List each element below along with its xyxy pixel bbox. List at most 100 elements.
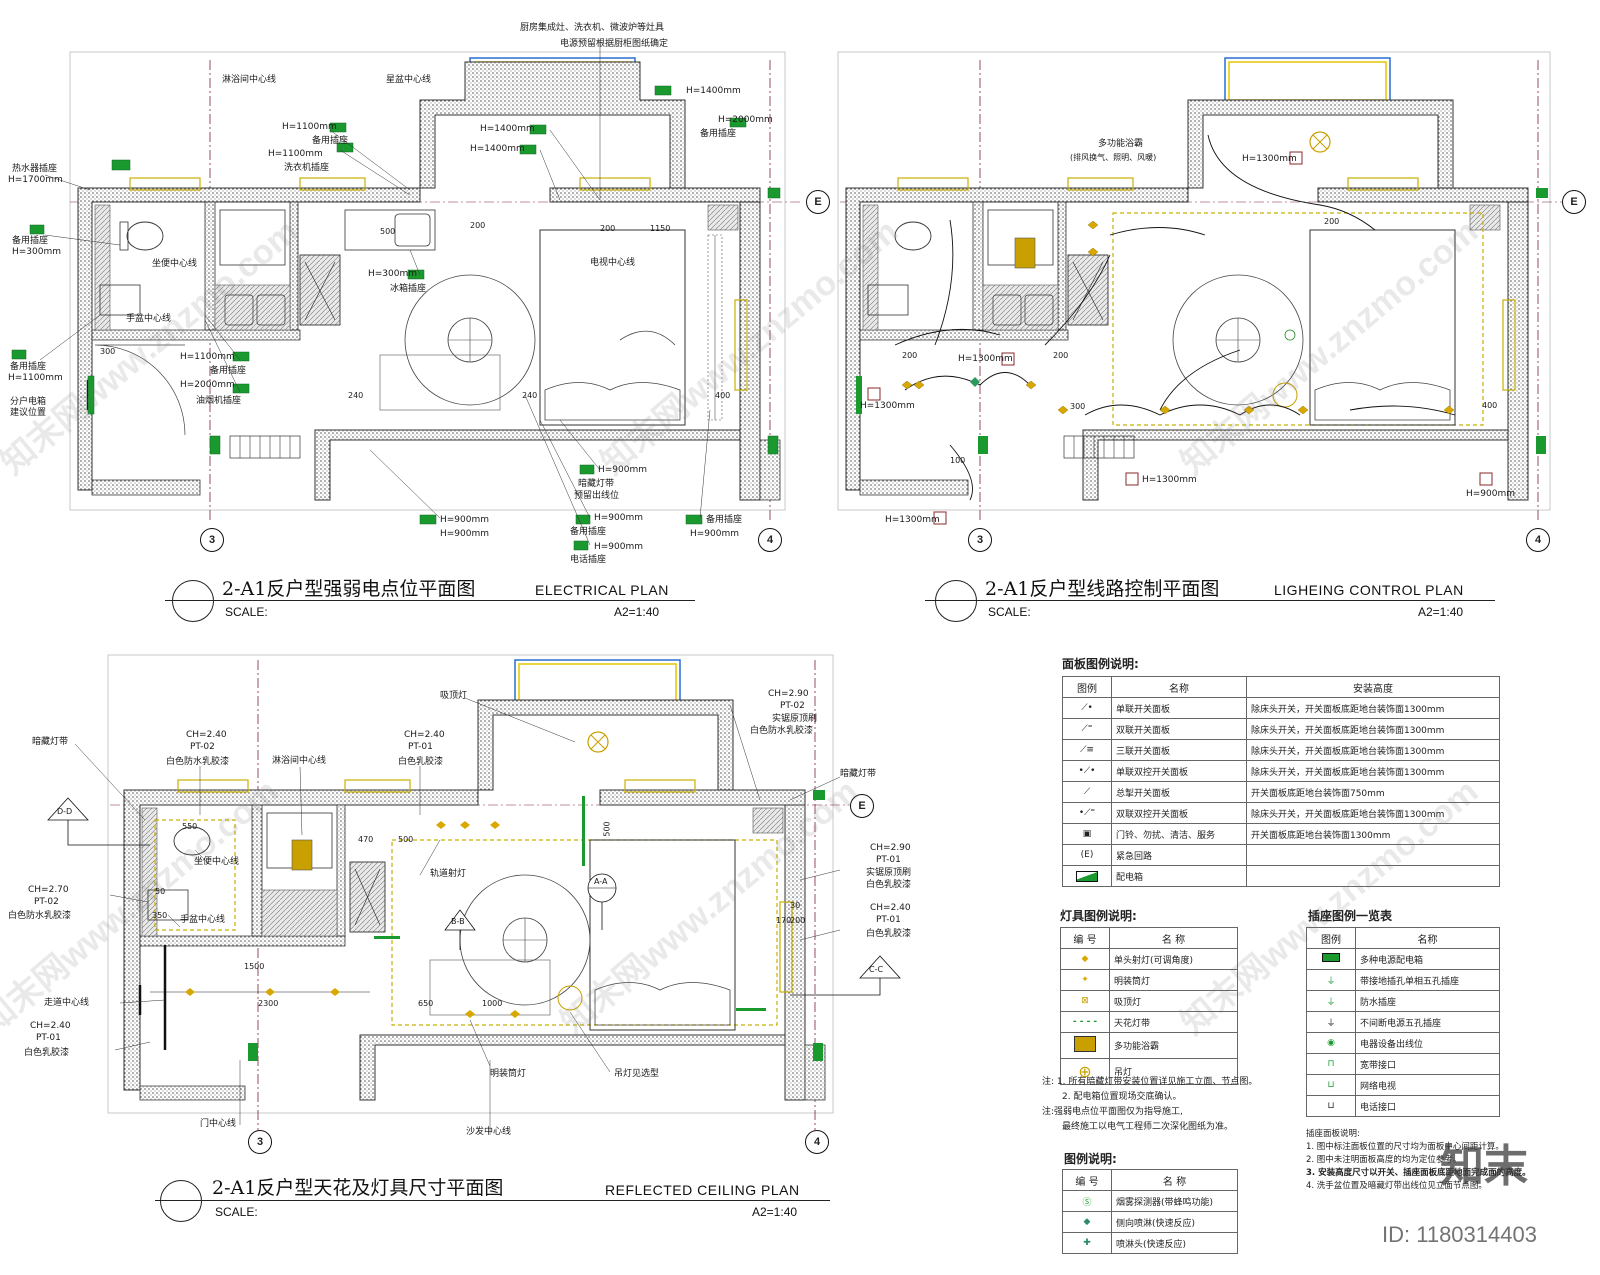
general-note-line: 2. 配电箱位置现场交底确认。 [1062, 1092, 1182, 1102]
note-latex-c: 白色乳胶漆 [24, 1048, 70, 1058]
note-pt01c: PT-01 [876, 915, 901, 925]
dim-240a: 240 [348, 391, 364, 400]
socket-legend-row: ◉电器设备出线位 [1306, 1032, 1500, 1054]
panel-legend-header-height: 安装高度 [1245, 676, 1501, 698]
socket-legend-row: ⊔电话接口 [1306, 1095, 1500, 1117]
panel-legend-row: ⟋⁼双联开关面板除床头开关，开关面板底距地台装饰面1300mm [1062, 718, 1501, 740]
note-latex-a: 白色乳胶漆 [398, 757, 444, 767]
note-spare-socket-l2: 备用插座 [10, 362, 47, 372]
dim-200c-lighting: 200 [1324, 217, 1340, 226]
ceiling-plan-drawing [47, 654, 901, 1135]
socket-panel-notes: 插座面板说明: 1. 图中标注面板位置的尺寸均为面板中心间距计算。 2. 图中未… [1306, 1128, 1531, 1193]
note-fridge: 冰箱插座 [390, 284, 427, 294]
double-two-way-switch-icon: •⟋⁼ [1062, 802, 1112, 824]
section-dd: D-D [57, 807, 73, 816]
single-switch-icon: ⟋• [1062, 697, 1112, 719]
panel-legend-row: ⟋总掣开关面板开关面板底距地台装饰面750mm [1062, 781, 1501, 803]
note-ch240d: CH=2.40 [30, 1021, 71, 1031]
title-cn-lighting: 2-A1反户型线路控制平面图 [985, 578, 1220, 600]
socket-legend-header: 图例 名称 [1306, 927, 1500, 949]
axis-e-lighting: E [1562, 190, 1586, 214]
general-note-line: 最终施工以电气工程师二次深化图纸为准。 [1062, 1122, 1234, 1132]
side-sprinkler-icon: ◆ [1062, 1211, 1112, 1233]
note-spare-socket-l: 备用插座 [12, 236, 49, 246]
watermark-id: ID: 1180314403 [1382, 1222, 1537, 1247]
note-h900a: H=900mm [598, 465, 648, 475]
waterproof-socket-icon: ⏚ [1306, 990, 1356, 1012]
electrical-plan-drawing [11, 40, 800, 551]
note-strip2: 预留出线位 [574, 491, 620, 501]
dim-500-v: 500 [602, 821, 612, 837]
title-symbol-lighting [930, 580, 982, 622]
title-en-electrical: ELECTRICAL PLAN [535, 582, 669, 598]
sprinkler-head-icon: ✚ [1062, 1232, 1112, 1254]
figure-legend-title: 图例说明: [1064, 1152, 1117, 1166]
panel-legend-row: (E)紧急回路 [1062, 844, 1501, 866]
note-h1300b: H=1300mm [958, 354, 1013, 364]
dim-200b: 200 [600, 224, 616, 233]
socket-legend-row: ⊔网络电视 [1306, 1074, 1500, 1096]
dim-500: 500 [380, 227, 396, 236]
socket-legend-row: 多种电源配电箱 [1306, 948, 1500, 970]
device-outlet-icon: ◉ [1306, 1032, 1356, 1054]
note-fridge-h: H=300mm [368, 269, 418, 279]
socket-notes-title: 插座面板说明: [1306, 1129, 1360, 1139]
master-switch-icon: ⟋ [1062, 781, 1112, 803]
note-down-light: 明装筒灯 [490, 1069, 527, 1079]
note-ch290a-desc1: 实锯原顶刷 [772, 714, 818, 724]
section-bb: B-B [451, 917, 465, 926]
socket-note-line: 3. 安装高度尺寸以开关、插座面板底距地面完成面的高度。 [1306, 1168, 1531, 1178]
note-waterproof-b: 白色防水乳胶漆 [8, 911, 72, 921]
note-h1400a: H=1400mm [480, 124, 535, 134]
socket-note-line: 1. 图中标注面板位置的尺寸均为面板中心间距计算。 [1306, 1142, 1504, 1152]
note-ch270: CH=2.70 [28, 885, 69, 895]
dim-50: 50 [155, 887, 166, 896]
lighting-plan-drawing [837, 51, 1570, 525]
lamp-legend-row: 多功能浴霸 [1060, 1032, 1238, 1059]
note-ch290b-desc2: 白色乳胶漆 [866, 880, 912, 890]
title-underline-ceiling [155, 1200, 830, 1201]
lamp-legend-header-name: 名 称 [1109, 927, 1238, 949]
note-heater-h: H=1700mm [8, 175, 63, 185]
title-underline-electrical [165, 600, 695, 601]
panel-legend-table: 图例 名称 安装高度 ⟋•单联开关面板除床头开关，开关面板底距地台装饰面1300… [1062, 676, 1501, 887]
lamp-legend-row: ⊕吊灯 [1060, 1058, 1238, 1085]
dim-550: 550 [182, 822, 198, 831]
note-kitchen-top: 厨房集成灶、洗衣机、微波炉等灶具 [520, 23, 665, 33]
note-h1100c: H=1100mm [180, 352, 235, 362]
downlight-icon: ✦ [1060, 969, 1110, 991]
broadband-port-icon: ⊓ [1306, 1053, 1356, 1075]
spotlight-icon: ◆ [1060, 948, 1110, 970]
lamp-legend-row: ⊠吸顶灯 [1060, 990, 1238, 1012]
light-strip-icon: - - - - [1060, 1011, 1110, 1033]
lamp-legend-table: 编 号 名 称 ◆单头射灯(可调角度) ✦明装筒灯 ⊠吸顶灯 - - - -天花… [1060, 927, 1238, 1085]
note-ch240a: CH=2.40 [186, 730, 227, 740]
note-pt02b: PT-02 [190, 742, 215, 752]
note-toilet-center-c: 坐便中心线 [194, 857, 240, 867]
smoke-detector-icon: Ⓢ [1062, 1190, 1112, 1212]
note-toilet-center: 坐便中心线 [152, 259, 198, 269]
note-spare-h1100: H=1100mm [8, 373, 63, 383]
note-spare-h300: H=300mm [12, 247, 62, 257]
network-tv-icon: ⊔ [1306, 1074, 1356, 1096]
title-cn-ceiling: 2-A1反户型天花及灯具尺寸平面图 [212, 1177, 504, 1199]
note-sofa-center: 沙发中心线 [466, 1127, 512, 1137]
socket-legend-row: ⏚不间断电源五孔插座 [1306, 1011, 1500, 1033]
ceiling-lamp-icon: ⊠ [1060, 990, 1110, 1012]
scale-value-electrical: A2=1:40 [614, 605, 660, 619]
figure-legend-header: 编 号 名 称 [1062, 1169, 1238, 1191]
socket-note-line: 4. 洗手盆位置及暗藏灯带出线位见立面节点图。 [1306, 1181, 1487, 1191]
scale-value-ceiling: A2=1:40 [752, 1205, 798, 1219]
panel-legend-row: ⟋≡三联开关面板除床头开关，开关面板底距地台装饰面1300mm [1062, 739, 1501, 761]
note-track-light: 轨道射灯 [430, 869, 467, 879]
socket-legend-row: ⏚带接地插孔单相五孔插座 [1306, 969, 1500, 991]
note-dist-box: 分户电箱 [10, 397, 47, 407]
note-ch290b-desc1: 实锯原顶刷 [866, 868, 912, 878]
panel-legend-header-name: 名称 [1111, 676, 1247, 698]
axis-3-ceiling: 3 [248, 1130, 272, 1154]
note-door-center: 门中心线 [200, 1119, 237, 1129]
dim-400: 400 [715, 391, 731, 400]
figure-legend-row: ◆侧向喷淋(快速反应) [1062, 1211, 1238, 1233]
dim-400-lighting: 400 [1482, 401, 1498, 410]
